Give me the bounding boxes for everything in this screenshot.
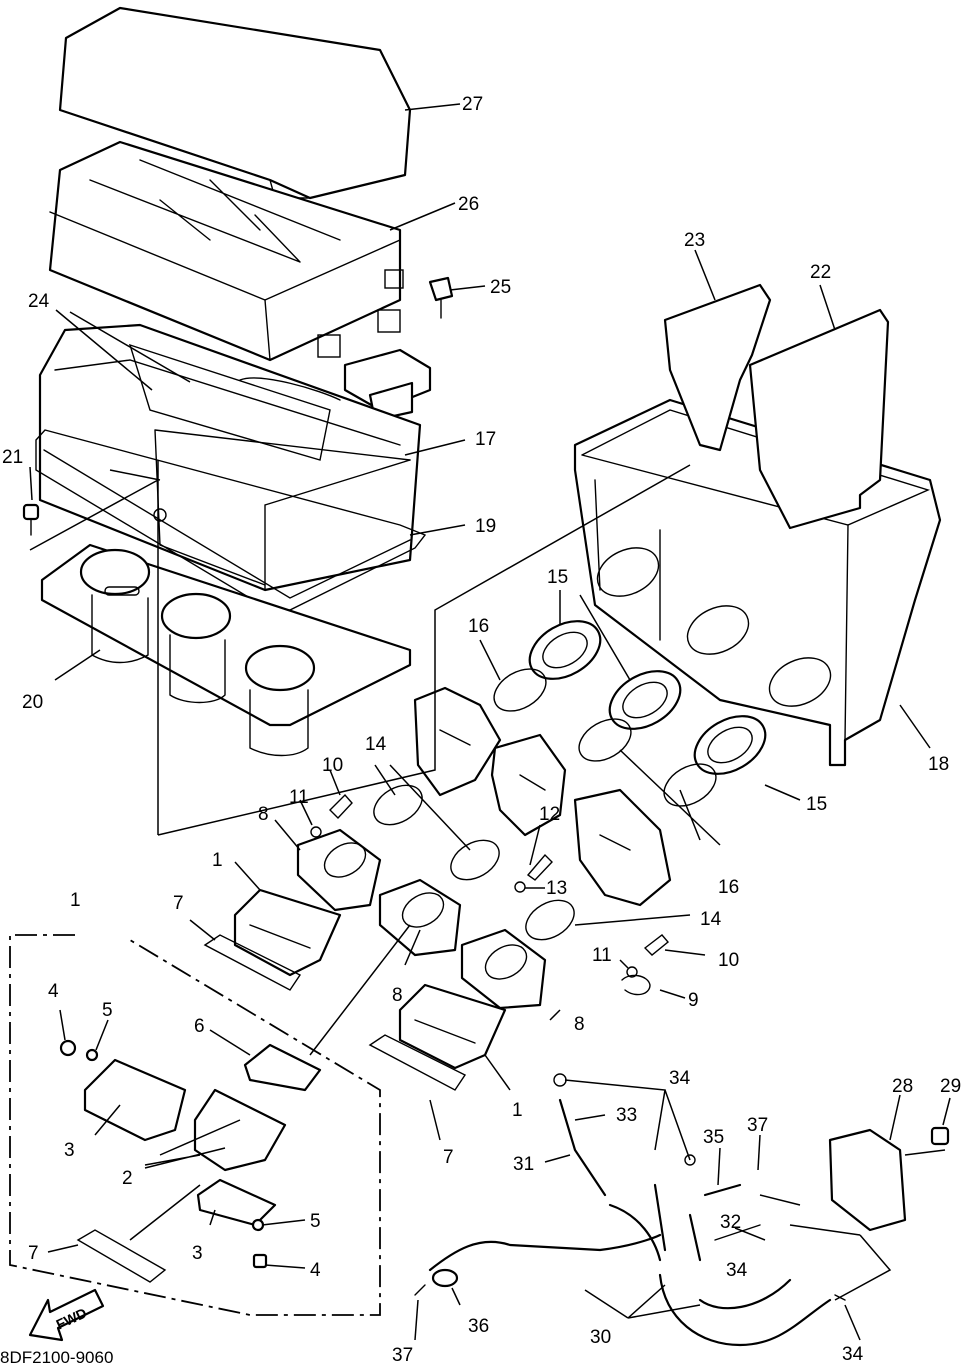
part-26-filter-element	[48, 140, 404, 362]
callout-18: 18	[928, 754, 949, 775]
callout-7-inset: 7	[28, 1243, 39, 1264]
callout-29: 29	[940, 1076, 961, 1097]
leader-lines	[29, 103, 951, 1341]
callout-6: 6	[194, 1016, 205, 1037]
callout-10-top: 10	[322, 755, 343, 776]
callout-34-top: 34	[669, 1068, 691, 1089]
drawing-code: 8DF2100-9060	[0, 1348, 113, 1367]
callout-37-top: 37	[747, 1115, 768, 1136]
callout-27: 27	[462, 94, 483, 115]
small-hardware	[310, 793, 669, 996]
part-19-gasket	[35, 429, 427, 611]
callout-15-top: 15	[547, 567, 568, 588]
callout-3-bottom: 3	[192, 1243, 203, 1264]
oil-pump-hoses	[414, 1073, 950, 1347]
callout-22: 22	[810, 262, 831, 283]
callout-30: 30	[590, 1327, 611, 1348]
callout-7-upper: 7	[173, 893, 184, 914]
callout-8-right: 8	[574, 1014, 585, 1035]
callout-2: 2	[122, 1168, 133, 1189]
callout-36: 36	[468, 1316, 489, 1337]
part-21-bolt	[22, 503, 40, 536]
part-22-plate	[748, 308, 890, 530]
callout-7-lower: 7	[443, 1147, 454, 1168]
part-17-airbox-upper	[38, 323, 422, 592]
part-23-plate	[663, 283, 772, 452]
callout-1-inset: 1	[70, 890, 81, 911]
callout-4-top: 4	[48, 981, 59, 1002]
callout-labels: 27 26 25 24 23 22 21 17 19 20 18 15 15 1…	[2, 94, 961, 1366]
callout-12: 12	[539, 804, 560, 825]
callout-3-top: 3	[64, 1140, 75, 1161]
callout-33: 33	[616, 1105, 637, 1126]
callout-1-lower: 1	[512, 1100, 523, 1121]
callout-34-bottom: 34	[842, 1344, 864, 1365]
part-25-bolt	[428, 276, 454, 319]
callout-16-right: 16	[718, 877, 739, 898]
callout-31: 31	[513, 1154, 534, 1175]
callout-19: 19	[475, 516, 496, 537]
callout-5-top: 5	[102, 1000, 113, 1021]
callout-8-top: 8	[258, 804, 269, 825]
part-8-manifolds	[296, 828, 547, 1010]
callout-11-right: 11	[592, 945, 612, 966]
callout-10-right: 10	[718, 950, 739, 971]
callout-25: 25	[490, 277, 511, 298]
callout-28: 28	[892, 1076, 913, 1097]
callout-8-mid: 8	[392, 985, 403, 1006]
callout-4-bottom: 4	[310, 1260, 321, 1281]
fwd-arrow: FWD	[28, 1288, 105, 1342]
callout-14-top: 14	[365, 734, 387, 755]
callout-23: 23	[684, 230, 705, 251]
callout-13: 13	[546, 878, 567, 899]
callout-34-mid: 34	[726, 1260, 748, 1281]
callout-20: 20	[22, 692, 43, 713]
callout-15-right: 15	[806, 794, 827, 815]
part-27-filter-cover	[58, 6, 412, 200]
callout-21: 21	[2, 447, 23, 468]
part-15-intake-joints	[528, 620, 767, 775]
part-16-clamps	[493, 668, 717, 807]
callout-24: 24	[28, 291, 50, 312]
callout-16-top: 16	[468, 616, 489, 637]
callout-5-bottom: 5	[310, 1211, 321, 1232]
callout-32: 32	[720, 1212, 741, 1233]
callout-37-bottom: 37	[392, 1345, 413, 1366]
part-20-airbox-base	[40, 543, 412, 757]
callout-35: 35	[703, 1127, 724, 1148]
carburetor-assembly	[413, 686, 672, 907]
callout-26: 26	[458, 194, 479, 215]
callout-17: 17	[475, 429, 496, 450]
callout-11-left: 11	[289, 787, 309, 808]
inset-outline	[9, 934, 381, 1316]
callout-9: 9	[688, 990, 699, 1011]
part-7-gaskets	[76, 934, 467, 1283]
callout-14-right: 14	[700, 909, 722, 930]
callout-1-upper: 1	[212, 850, 223, 871]
